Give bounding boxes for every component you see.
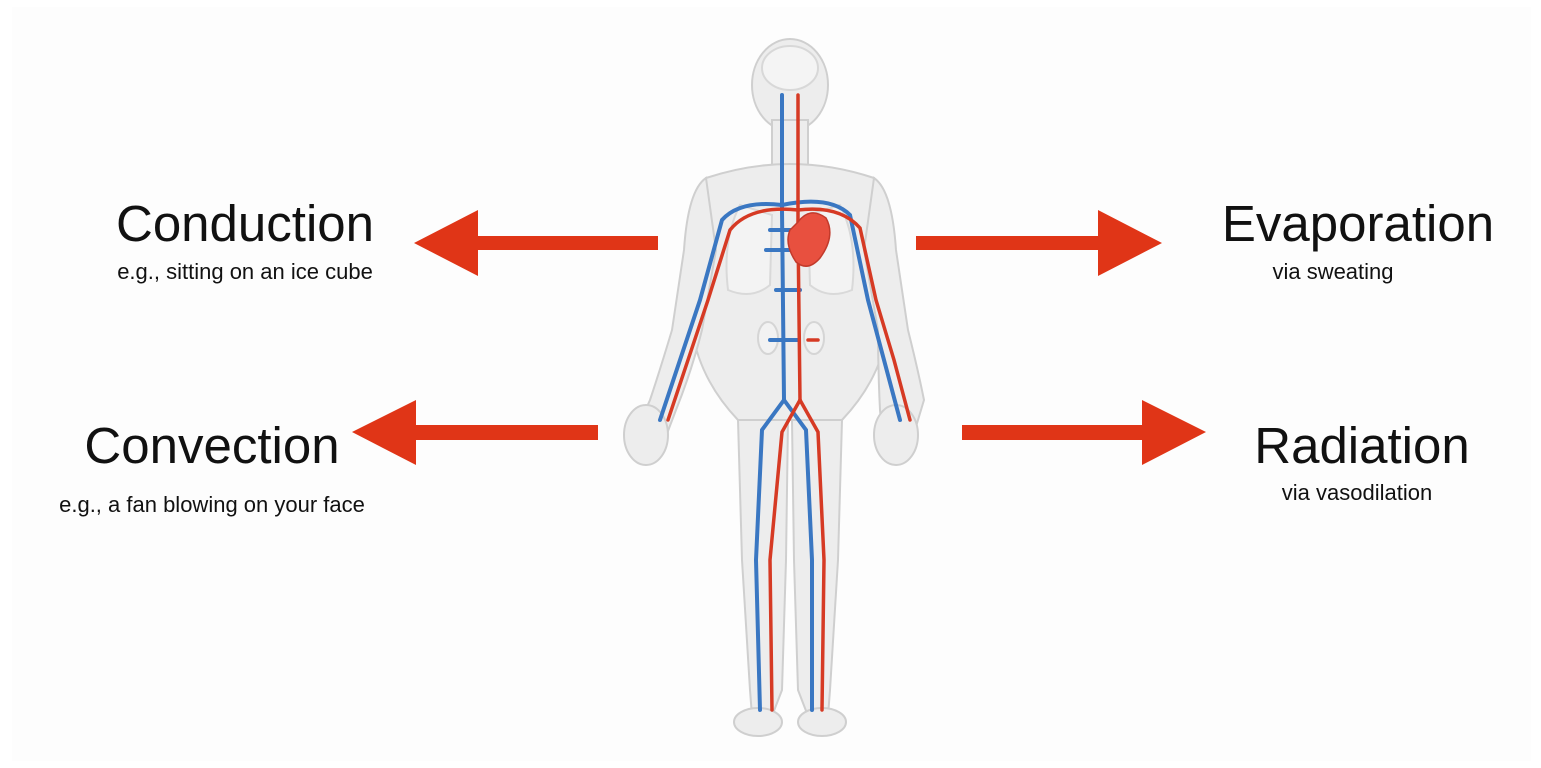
conduction-label-group: Conduction e.g., sitting on an ice cube <box>45 196 445 285</box>
convection-example: e.g., a fan blowing on your face <box>12 492 412 518</box>
conduction-example: e.g., sitting on an ice cube <box>45 259 445 285</box>
conduction-arrow <box>414 210 658 276</box>
radiation-example: via vasodilation <box>1152 480 1541 506</box>
convection-title: Convection <box>12 418 412 474</box>
evaporation-example: via sweating <box>1108 259 1541 285</box>
evaporation-label-group: Evaporation via sweating <box>1158 196 1541 285</box>
radiation-label-group: Radiation via vasodilation <box>1162 418 1541 506</box>
convection-label-group: Convection e.g., a fan blowing on your f… <box>12 418 412 518</box>
evaporation-title: Evaporation <box>1158 196 1541 252</box>
conduction-title: Conduction <box>45 196 445 252</box>
radiation-title: Radiation <box>1162 418 1541 474</box>
brain-shape <box>762 46 818 90</box>
human-body-figure <box>624 39 924 736</box>
